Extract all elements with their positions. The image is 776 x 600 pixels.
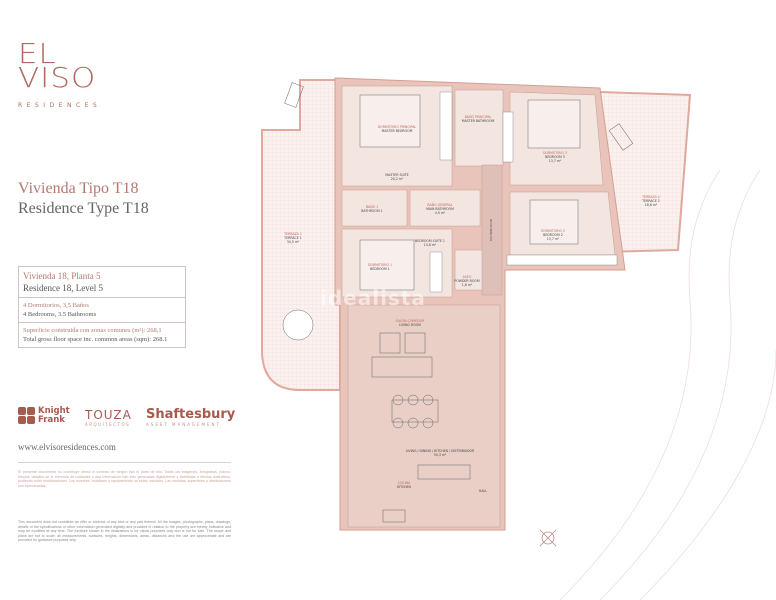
main-bathroom <box>409 189 481 227</box>
room-label-area: 13,7 m² <box>547 237 560 241</box>
room-label-es: DORMITORIO PRINCIPAL <box>378 125 417 129</box>
room-label-es: TERRAZA 1 <box>283 232 302 236</box>
idealista-watermark: idealista <box>320 286 426 310</box>
room-label-area: 4,9 m² <box>435 211 446 215</box>
room-label-en: LIVING / DINING / KITCHEN / DISTRIBUIDOR <box>406 449 475 453</box>
wardrobes <box>429 91 618 293</box>
residence-title-en: Residence Type T18 <box>18 200 149 217</box>
room-label-es: BAÑO PRINCIPAL <box>465 114 492 119</box>
room-label-es: SALÓN-COMEDOR <box>396 318 425 323</box>
room-label-en: POWDER ROOM <box>454 279 480 283</box>
disclaimer-en: This document does not constitute an off… <box>18 520 231 543</box>
room-label-es: DORMITORIO 1 <box>368 263 392 267</box>
room-label-en: BEDROOM 3 <box>545 155 565 159</box>
touza-logo: TOUZA ARQUITECTOS <box>85 408 132 427</box>
divider <box>18 462 231 463</box>
room-label-area: 14,8 m² <box>424 243 437 247</box>
room-label-en: KITCHEN <box>397 485 411 489</box>
room-label-area: 18,6 m² <box>645 203 658 207</box>
rooms <box>341 85 616 528</box>
room-label-area: 20,2 m² <box>391 177 404 181</box>
north-arrow-icon <box>539 529 557 547</box>
rooms-es: 4 Dormitorios, 3,5 Baños <box>23 302 89 309</box>
room-label-es: DORMITORIO 2 <box>541 229 565 233</box>
room-label-en: TERRACE 2 <box>641 199 660 203</box>
room-label-en: MASTER BATHROOM <box>462 119 495 123</box>
room-label-en: TERRACE 1 <box>283 236 302 240</box>
website-link[interactable]: www.elvisoresidences.com <box>18 442 116 452</box>
el-viso-logo: EL VISO <box>18 37 97 94</box>
corridor-label: DISTRIBUIDOR <box>489 219 493 241</box>
room-label-en: MASTER SUITE <box>385 173 408 177</box>
room-label-en: HALL <box>479 489 487 493</box>
rooms-en: 4 Bedrooms, 3.5 Bathrooms <box>23 311 97 318</box>
corridor <box>481 164 503 296</box>
contour-lines <box>559 169 776 600</box>
logo-subtitle: RESIDENCES <box>18 102 102 109</box>
room-label-en: BEDROOM SUITE 1 <box>415 239 445 243</box>
room-label-es: BAÑO GENERAL <box>427 202 452 207</box>
knight-frank-mark-icon <box>18 407 36 425</box>
powder-room <box>454 249 484 291</box>
living-dining-kitchen <box>347 304 501 528</box>
furniture <box>282 82 634 523</box>
room-label-area: 1,8 m² <box>462 283 473 287</box>
bathroom-1 <box>341 189 408 227</box>
area-es: Superficie construida con zonas comunes … <box>23 327 162 334</box>
room-label-es: TERRAZA 2 <box>641 195 660 199</box>
room-label: LIVING / DINING / KITCHEN / DISTRIBUIDOR… <box>406 449 475 457</box>
shaftesbury-logo: Shaftesbury ASSET MANAGEMENT <box>146 407 236 427</box>
residence-title-es: Vivienda Tipo T18 <box>18 180 139 197</box>
room-label-en: BATHROOM 1 <box>361 209 383 213</box>
room-label-area: 13,7 m² <box>549 159 562 163</box>
terrace-1 <box>261 79 341 391</box>
unit-es: Vivienda 18, Planta 5 <box>23 271 101 281</box>
room-label-en: MASTER BEDROOM <box>382 129 413 133</box>
room-label-area: 34,5 m² <box>287 240 300 244</box>
room-label-en: MAIN BATHROOM <box>426 207 454 211</box>
room-label-es: DORMITORIO 3 <box>543 151 567 155</box>
master-bathroom <box>454 89 504 167</box>
room-label-es: COCINA <box>398 481 411 485</box>
room-label-en: BEDROOM 1 <box>370 267 390 271</box>
beds <box>359 94 581 291</box>
unit-en: Residence 18, Level 5 <box>23 283 103 293</box>
room-label-en: LIVING ROOM <box>399 323 421 327</box>
disclaimer-es: El presente documento no constituye ofer… <box>18 470 231 488</box>
area-en: Total gross floor space inc. common area… <box>23 336 168 343</box>
room-label-es: BAÑO 1 <box>366 204 378 209</box>
room-label-area: 54,3 m² <box>434 453 447 457</box>
room-label: HALL <box>479 489 487 493</box>
residence-info-box: Vivienda 18, Planta 5 Residence 18, Leve… <box>18 266 186 348</box>
room-label-en: BEDROOM 2 <box>543 233 563 237</box>
room-label-es: ASEO <box>463 275 472 279</box>
